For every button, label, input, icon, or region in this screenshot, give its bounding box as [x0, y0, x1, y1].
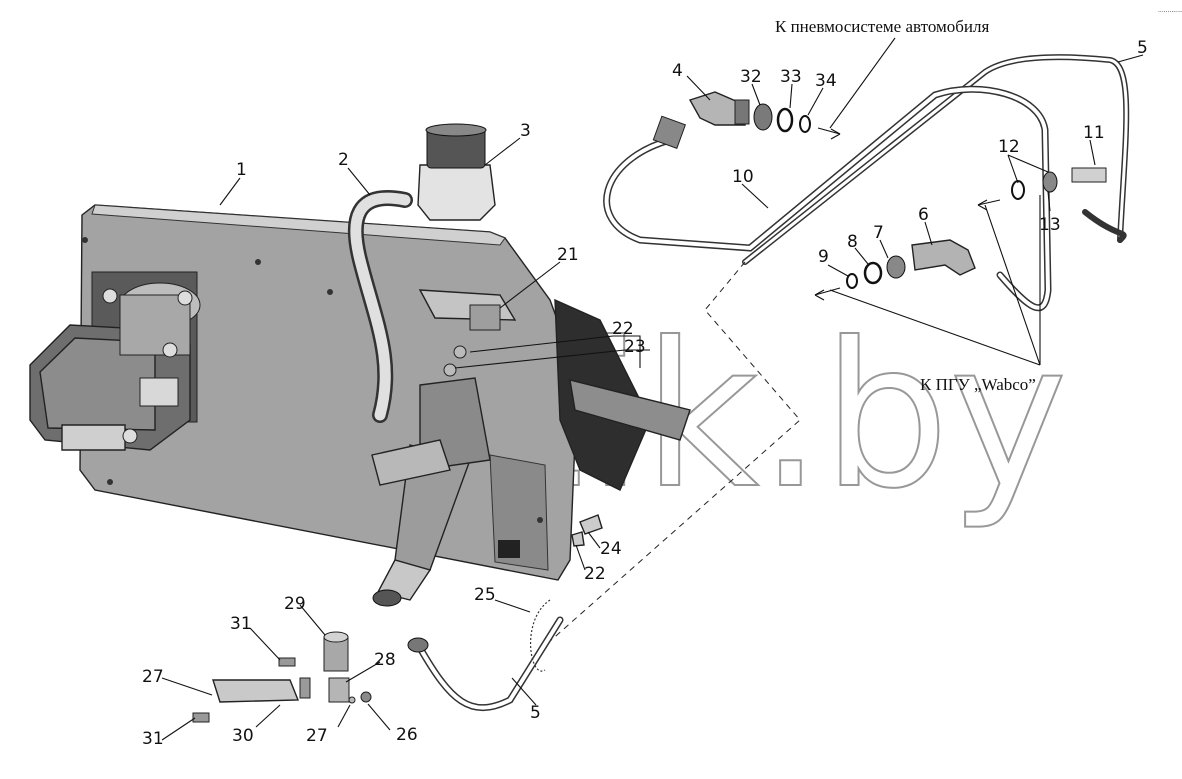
callout-27-left: 27	[142, 667, 164, 687]
callout-labels: 1 2 3 4 32 33 34 5 11 12 13 10 6 7 8 9 2…	[142, 38, 1148, 749]
callout-32: 32	[740, 67, 762, 87]
bracket-30	[212, 677, 311, 703]
lower-tube-5	[407, 616, 564, 712]
callout-28: 28	[374, 650, 396, 670]
callout-5-upper: 5	[1137, 38, 1148, 58]
corner-mark: ..............	[1158, 7, 1182, 14]
bracket-21	[418, 289, 517, 331]
callout-24: 24	[600, 539, 622, 559]
caption-pneumo-system: К пневмосистеме автомобиля	[775, 17, 989, 36]
callout-9: 9	[818, 247, 829, 267]
callout-10: 10	[732, 167, 754, 187]
clip-24	[579, 514, 603, 535]
nut-32	[753, 103, 773, 131]
callout-25: 25	[474, 585, 496, 605]
callout-1: 1	[236, 160, 247, 180]
callout-5-lower: 5	[530, 703, 541, 723]
callout-4: 4	[672, 61, 683, 81]
callout-8: 8	[847, 232, 858, 252]
washer-22	[453, 345, 467, 359]
block-28	[328, 677, 350, 703]
master-cylinder	[371, 377, 491, 607]
callout-21: 21	[557, 245, 579, 265]
elbow-fitting-6	[911, 239, 976, 276]
nut-tube-10	[652, 115, 687, 149]
tube-assembly-5	[742, 54, 1130, 265]
callout-22-lower: 22	[584, 564, 606, 584]
bolt-31-lower	[192, 712, 210, 723]
callout-34: 34	[815, 71, 837, 91]
callout-31-lower: 31	[142, 729, 164, 749]
washer-33	[776, 107, 794, 133]
ring-34	[799, 115, 811, 133]
reservoir-3	[417, 123, 496, 221]
nut-7	[886, 255, 906, 279]
callout-11: 11	[1083, 123, 1105, 143]
ring-9	[846, 273, 858, 289]
callout-29: 29	[284, 594, 306, 614]
dashed-connector	[539, 261, 801, 651]
nut-13	[1042, 171, 1058, 193]
pedal-bracket	[554, 298, 691, 491]
pump-assembly	[29, 271, 201, 451]
washer-12	[1011, 180, 1025, 200]
callout-26: 26	[396, 725, 418, 745]
callout-30: 30	[232, 726, 254, 746]
callout-12: 12	[998, 137, 1020, 157]
clamp-25	[529, 599, 551, 672]
washer-8	[863, 261, 883, 285]
caption-kpu-wabco: К ПГУ „Wabco”	[920, 375, 1036, 394]
callout-leaders	[161, 37, 1144, 741]
bolt-31-upper	[278, 657, 296, 667]
callout-2: 2	[338, 150, 349, 170]
nut-26	[360, 691, 372, 703]
callout-22-upper: 22	[612, 319, 634, 339]
callout-3: 3	[520, 121, 531, 141]
bushing-29	[323, 631, 349, 672]
callout-13: 13	[1039, 215, 1061, 235]
callout-7: 7	[873, 223, 884, 243]
washer-27	[348, 696, 356, 704]
bolt-23	[443, 363, 457, 377]
callout-33: 33	[780, 67, 802, 87]
bolt-11	[1071, 167, 1107, 183]
callout-31-upper: 31	[230, 614, 252, 634]
callout-27-right: 27	[306, 726, 328, 746]
callout-23: 23	[624, 337, 646, 357]
tube-10	[603, 85, 1052, 312]
elbow-fitting-4	[688, 91, 750, 126]
callout-6: 6	[918, 205, 929, 225]
pin-22	[571, 531, 585, 547]
